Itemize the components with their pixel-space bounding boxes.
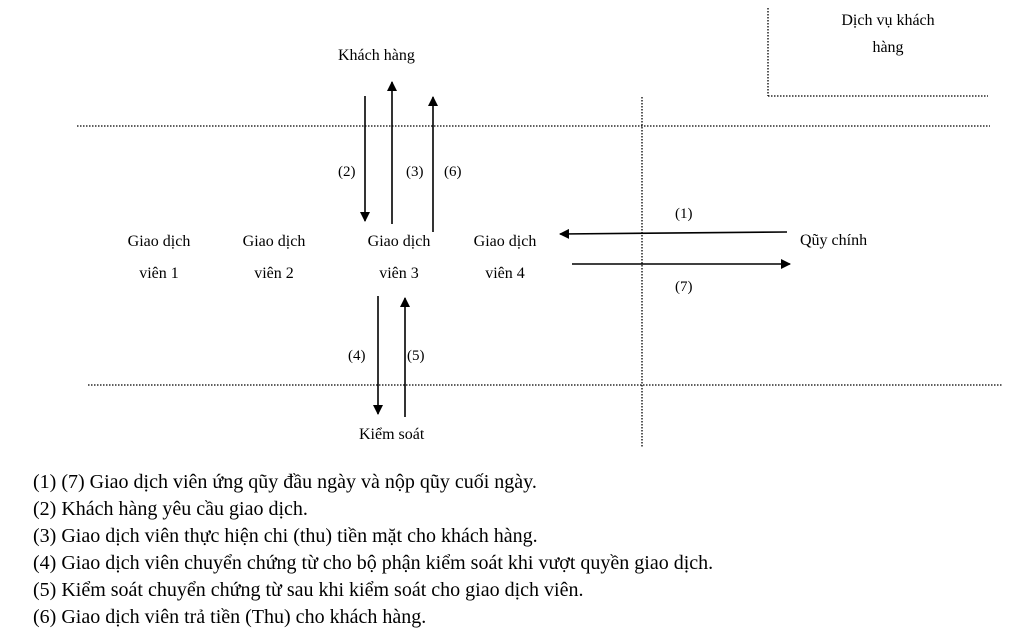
legend-item: (4) Giao dịch viên chuyển chứng từ cho b… <box>33 552 714 574</box>
legend-item: (6) Giao dịch viên trả tiền (Thu) cho kh… <box>33 606 427 628</box>
legend-item: (2) Khách hàng yêu cầu giao dịch. <box>33 498 308 520</box>
teller-2-line1: Giao dịch <box>242 233 306 250</box>
teller-4-line1: Giao dịch <box>473 233 537 250</box>
teller-1-line2: viên 1 <box>139 265 179 282</box>
arrow-1-left <box>559 228 788 239</box>
arrow-label-1: (1) <box>675 206 693 222</box>
arrow-label-3: (3) <box>406 164 424 180</box>
teller-3-line1: Giao dịch <box>367 233 431 250</box>
arrow-label-4: (4) <box>348 348 366 364</box>
teller-1-line1: Giao dịch <box>127 233 191 250</box>
legend-item: (5) Kiểm soát chuyển chứng từ sau khi ki… <box>33 579 584 601</box>
arrow-label-7: (7) <box>675 279 693 295</box>
teller-3-line2: viên 3 <box>379 265 419 282</box>
legend-item: (3) Giao dịch viên thực hiện chi (thu) t… <box>33 525 538 547</box>
teller-node-4: Giao dịch viên 4 <box>455 226 555 290</box>
teller-2-line2: viên 2 <box>254 265 294 282</box>
customer-node: Khách hàng <box>338 47 415 64</box>
teller-node-3: Giao dịch viên 3 <box>349 226 449 290</box>
control-node: Kiểm soát <box>359 426 425 443</box>
teller-node-2: Giao dịch viên 2 <box>224 226 324 290</box>
arrow-label-5: (5) <box>407 348 425 364</box>
legend: (1) (7) Giao dịch viên ứng qũy đầu ngày … <box>33 469 713 631</box>
arrow-label-2: (2) <box>338 164 356 180</box>
arrow-label-6: (6) <box>444 164 462 180</box>
customer-service-line2: hàng <box>872 39 904 56</box>
main-fund-node: Qũy chính <box>800 232 868 249</box>
legend-item: (1) (7) Giao dịch viên ứng qũy đầu ngày … <box>33 471 537 493</box>
teller-node-1: Giao dịch viên 1 <box>109 226 209 290</box>
customer-service-label: Dịch vụ khách hàng <box>818 7 958 61</box>
teller-4-line2: viên 4 <box>485 265 525 282</box>
customer-service-line1: Dịch vụ khách <box>841 12 935 29</box>
